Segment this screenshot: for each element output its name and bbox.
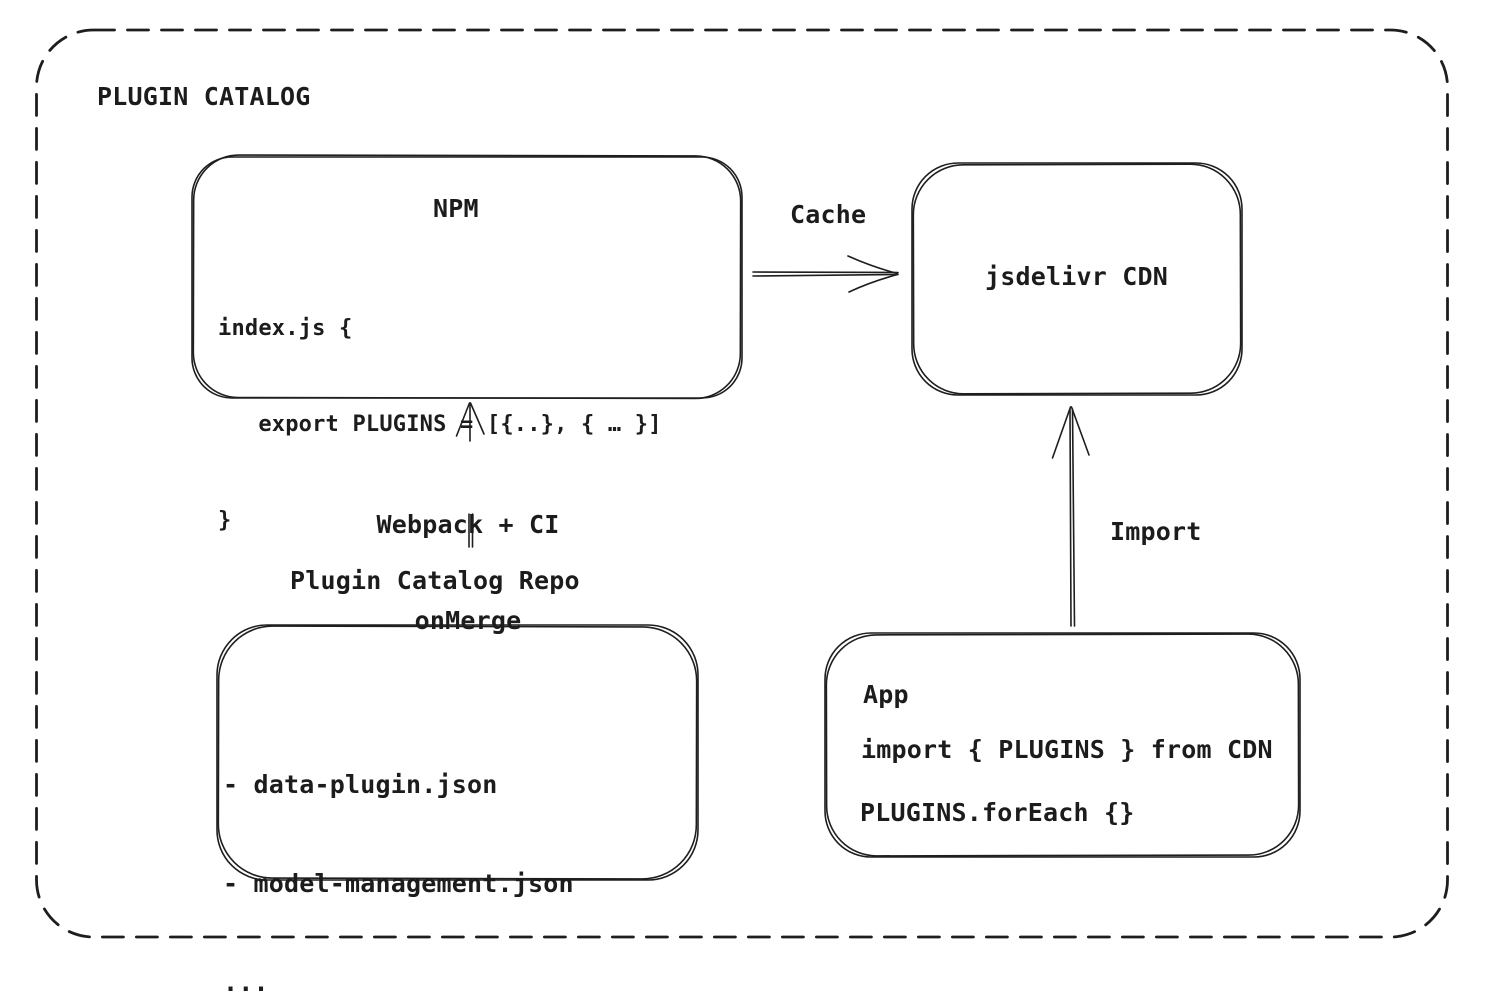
repo-file-item: - data-plugin.json bbox=[223, 770, 498, 799]
npm-code-line: index.js { bbox=[218, 316, 353, 341]
app-box-outline bbox=[824, 632, 1301, 858]
repo-box-outline bbox=[216, 624, 699, 881]
npm-code-block: index.js { export PLUGINS = [{..}, { … }… bbox=[218, 249, 662, 601]
cache-arrow bbox=[752, 255, 899, 293]
npm-code-line: export PLUGINS = [{..}, { … }] bbox=[218, 412, 662, 437]
npm-box-outline bbox=[191, 154, 743, 400]
npm-code-line: } bbox=[218, 508, 232, 533]
repo-file-list: - data-plugin.json - model-management.js… bbox=[223, 702, 574, 1002]
cdn-box-outline bbox=[911, 162, 1243, 396]
build-arrow-label: Webpack + CI onMerge bbox=[348, 445, 588, 701]
app-box-title: App bbox=[863, 680, 909, 709]
import-arrow-label: Import bbox=[1110, 517, 1202, 546]
repo-file-item: - model-management.json bbox=[223, 869, 574, 898]
app-code-import: import { PLUGINS } from CDN bbox=[861, 735, 1273, 764]
repo-file-item: ... bbox=[223, 968, 269, 997]
repo-box-title: Plugin Catalog Repo bbox=[290, 566, 580, 595]
build-arrow-label-line2: onMerge bbox=[414, 606, 522, 635]
cache-arrow-label: Cache bbox=[790, 200, 867, 229]
npm-box-title: NPM bbox=[433, 194, 479, 223]
app-code-foreach: PLUGINS.forEach {} bbox=[860, 798, 1135, 827]
import-arrow bbox=[1051, 406, 1090, 627]
catalog-frame-outline bbox=[35, 28, 1449, 939]
catalog-frame-title: PLUGIN CATALOG bbox=[97, 82, 311, 111]
cdn-box-label: jsdelivr CDN bbox=[985, 262, 1169, 291]
build-arrow-label-line1: Webpack + CI bbox=[376, 510, 560, 539]
build-arrow bbox=[455, 402, 485, 548]
